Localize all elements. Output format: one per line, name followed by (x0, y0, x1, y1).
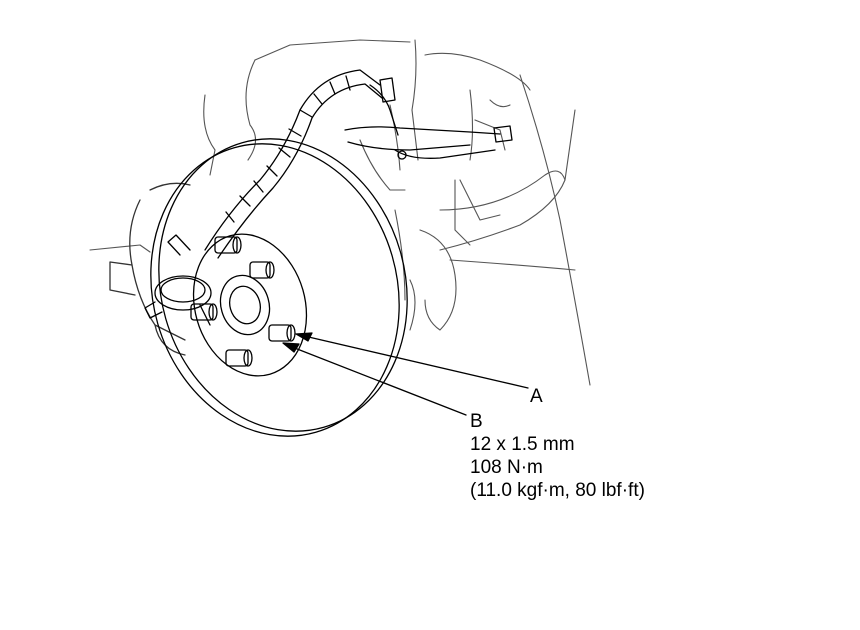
suspension-background (89, 39, 591, 386)
locking-pliers (344, 77, 513, 160)
lug-nut (190, 303, 218, 321)
lug-nut (214, 236, 242, 254)
lug-nut (225, 349, 253, 367)
callout-b-letter: B (470, 411, 483, 432)
indicator-stand-arm (204, 69, 383, 259)
lug-nuts (190, 236, 296, 367)
callout-leader-a (295, 332, 529, 389)
wheel-hub (219, 274, 271, 336)
lug-nut (268, 324, 296, 342)
lug-nut (249, 261, 275, 279)
callout-b-torque: 108 N·m (470, 457, 543, 478)
dial-indicator (144, 234, 212, 326)
callout-a-letter: A (530, 386, 543, 407)
callout-b-label: B 12 x 1.5 mm 108 N·m (11.0 kgf·m, 80 lb… (470, 410, 645, 502)
callout-b-thread-spec: 12 x 1.5 mm (470, 434, 575, 455)
brake-caliper (109, 182, 191, 356)
brake-rotor (150, 138, 408, 437)
callout-b-torque-alt: (11.0 kgf·m, 80 lbf·ft) (470, 480, 645, 501)
callout-leader-b (282, 342, 467, 416)
callout-a-label: A (530, 385, 543, 408)
